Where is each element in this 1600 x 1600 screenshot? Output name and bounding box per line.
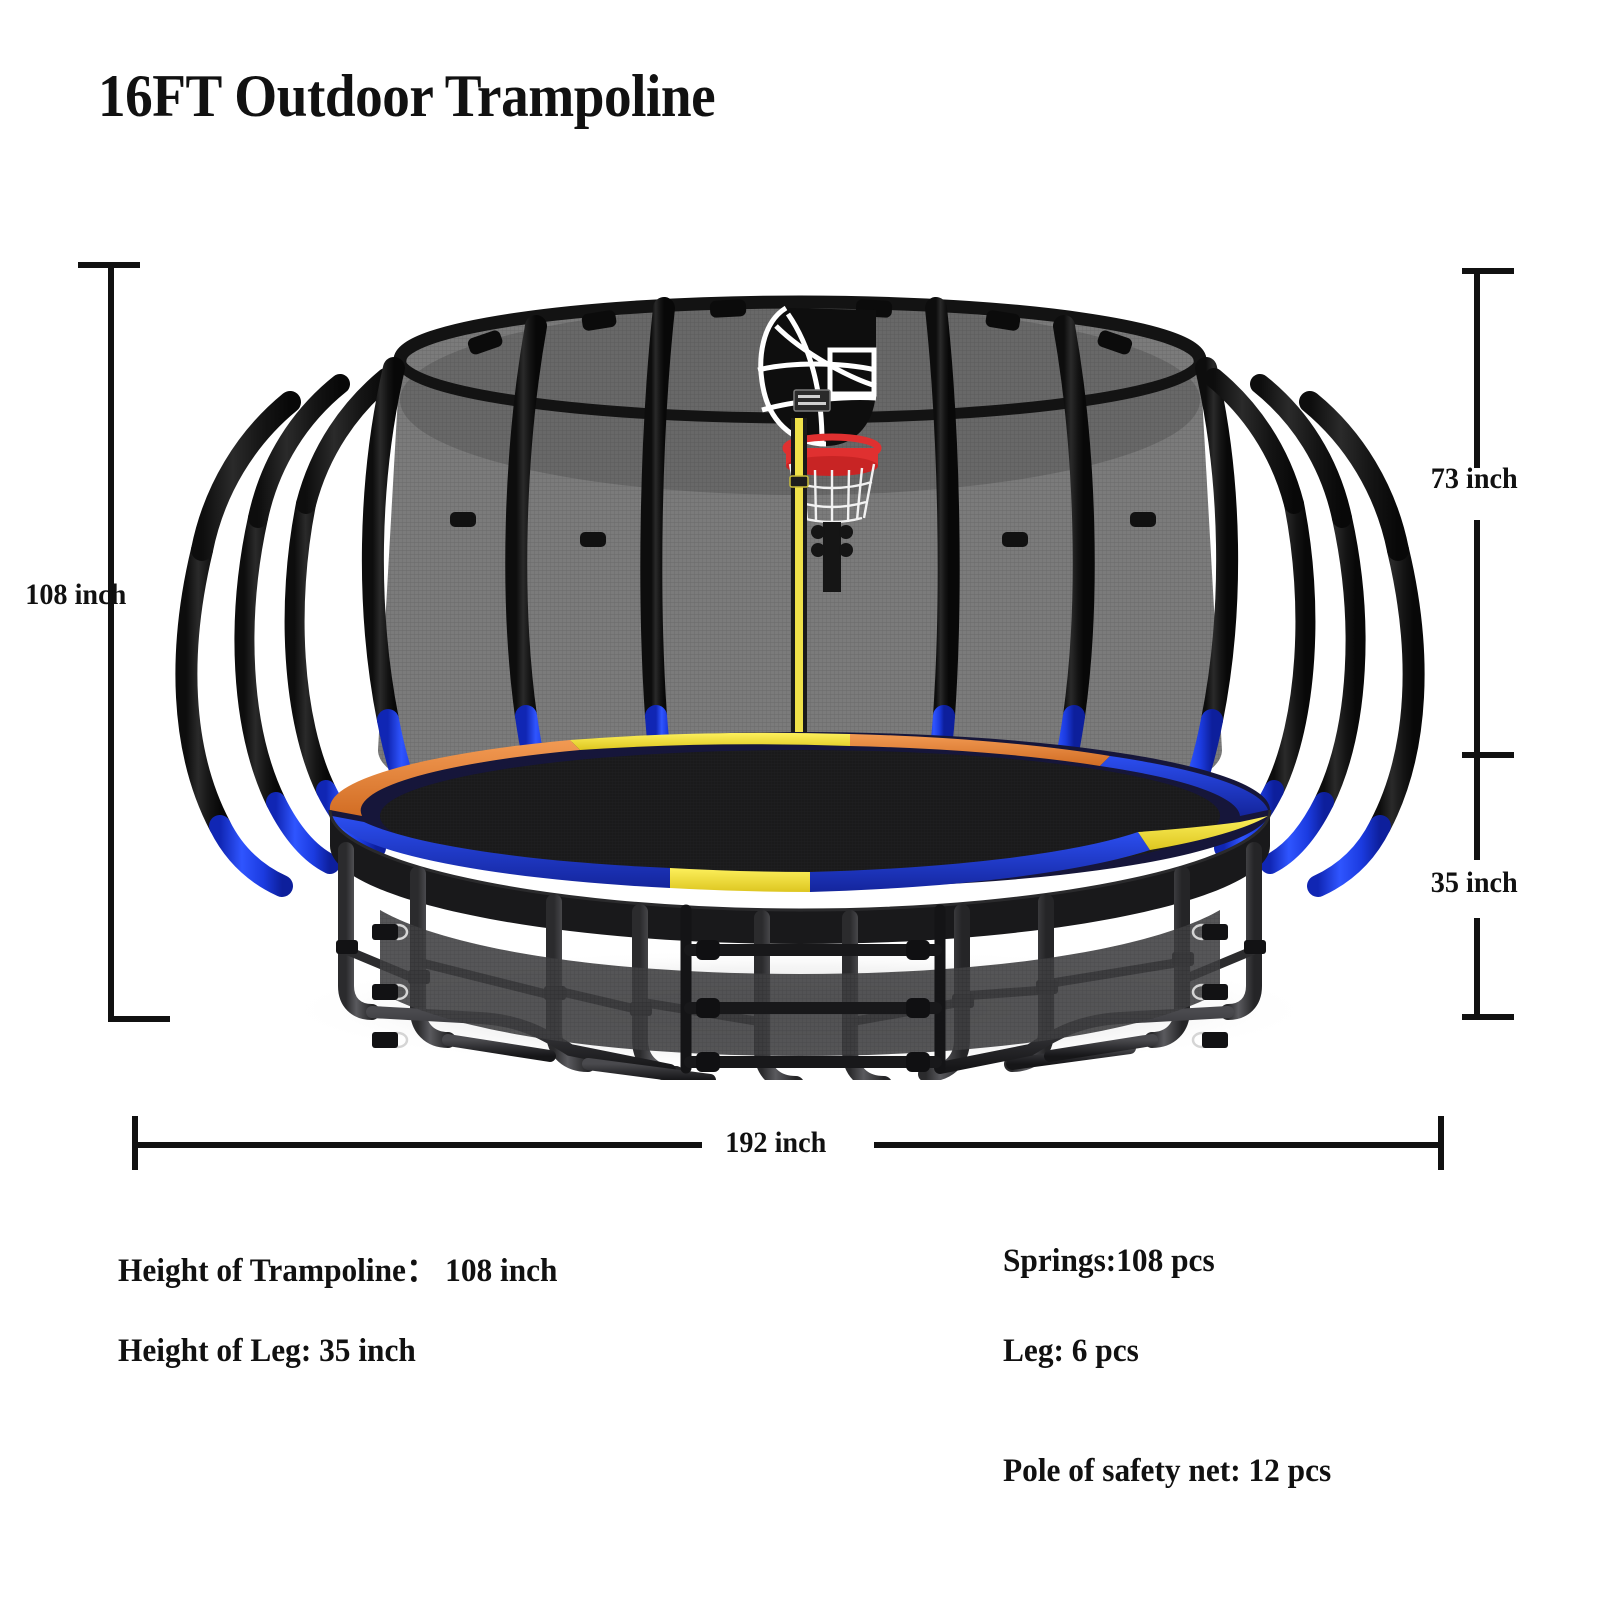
dimension-tick-top-left [78,262,140,268]
frame-skirt [380,910,1220,1056]
spec-springs: Springs:108 pcs [1003,1243,1215,1279]
dimension-line-enclosure-height [1474,268,1480,468]
dimension-tick-right-end [1438,1116,1444,1170]
dimension-line-leg-height-lower [1474,918,1480,1018]
trampoline-bed [329,732,1270,892]
dimension-tick-top-right [1462,268,1514,274]
trampoline-illustration [150,250,1450,1080]
ladder-icon [680,904,946,1080]
dimension-label-width: 192 inch [725,1126,827,1159]
dimension-tick-left-end [132,1116,138,1170]
dimension-line-total-height [108,262,114,1022]
trampoline-frame-band [328,809,1272,944]
spec-leg-count: Leg: 6 pcs [1003,1333,1139,1369]
dimension-line-width-left [132,1142,702,1148]
dimension-tick-bottom-right [1462,1014,1514,1020]
spec-height-of-leg: Height of Leg: 35 inch [118,1333,416,1369]
dimension-tick-bottom-left [108,1016,170,1022]
basketball-hoop-icon [757,305,882,592]
enclosure-poles [175,297,1425,897]
dimension-tick-mid-right [1462,752,1514,758]
skirt-strap-bands [372,924,1228,1048]
spec-height-of-trampoline: Height of Trampoline： 108 inch [118,1253,558,1289]
dimension-line-width-right [874,1142,1444,1148]
dimension-label-enclosure-height: 73 inch [1430,462,1518,495]
page-title: 16FT Outdoor Trampoline [98,63,716,129]
dimension-line-enclosure-height-lower [1474,520,1480,756]
dimension-line-leg-height-upper [1474,752,1480,860]
dimension-label-leg-height: 35 inch [1430,866,1518,899]
spec-pole-count: Pole of safety net: 12 pcs [1003,1453,1332,1489]
dimension-label-total-height: 108 inch [25,578,127,611]
